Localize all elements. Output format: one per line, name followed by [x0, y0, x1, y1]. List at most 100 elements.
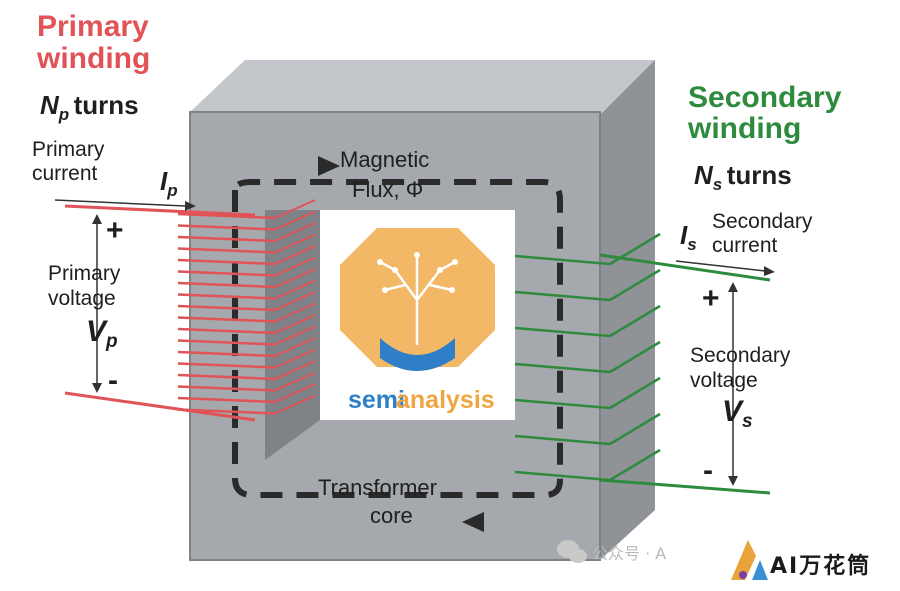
primary-coil-turn [177, 327, 276, 335]
secondary-voltage-arrowhead-down [728, 476, 738, 486]
flux-arrow-top [318, 156, 340, 176]
circuit-nodes [377, 252, 458, 293]
primary-coil-turn [177, 293, 276, 300]
primary-coil-turn-side [274, 325, 316, 346]
primary-turns-label: Np turns [40, 90, 139, 124]
primary-coil-turn-side [274, 279, 316, 300]
core-label-line2: core [370, 503, 413, 528]
logo-text-semi: semi [348, 386, 405, 414]
secondary-coil-turn-side [609, 304, 661, 338]
primary-coil-turn [177, 385, 276, 392]
secondary-lead-bottom [599, 478, 771, 495]
primary-coil-turn [177, 304, 276, 312]
primary-current-I: I [160, 166, 168, 196]
logo-bulb-base [380, 338, 455, 371]
secondary-voltage-label-line1: Secondary [690, 344, 791, 367]
primary-voltage-arrowhead-down [92, 383, 102, 393]
flux-arrow-bottom [462, 512, 484, 532]
brand-logo-icon [731, 540, 768, 580]
secondary-coil-turn-side [609, 340, 661, 374]
secondary-current-sub: s [687, 235, 697, 254]
primary-winding-title-line2: winding [37, 42, 151, 75]
primary-coil-turn-side [274, 233, 316, 254]
secondary-lead-top [599, 253, 771, 282]
secondary-voltage-arrowhead-up [728, 282, 738, 292]
secondary-coil-turn [514, 470, 611, 482]
secondary-coil-turn [514, 434, 611, 446]
flux-label-line2: Flux, Φ [352, 177, 424, 202]
secondary-current-symbol: Is [680, 220, 697, 254]
secondary-coil-turn [514, 326, 611, 338]
primary-current-label-line1: Primary [32, 138, 105, 161]
primary-coil-turn [177, 212, 276, 220]
secondary-current-label-line1: Secondary [712, 210, 813, 233]
secondary-current-label-line2: current [712, 234, 778, 257]
secondary-voltage-sub: s [742, 411, 753, 432]
primary-coil-turn [177, 247, 276, 254]
secondary-current-I: I [680, 220, 688, 250]
secondary-coil-turn [514, 254, 611, 266]
core-side-face [600, 60, 655, 560]
circuit-tree-icon [379, 255, 456, 345]
secondary-coil-turn [514, 290, 611, 302]
primary-plus: + [106, 214, 124, 247]
core-top-face [190, 60, 655, 115]
secondary-coil-turn-side [609, 412, 661, 446]
primary-coil-turn [177, 316, 276, 323]
secondary-turns-sub: s [712, 175, 723, 194]
primary-current-arrow [54, 199, 186, 207]
primary-current-symbol: Ip [160, 166, 178, 200]
primary-current-sub: p [167, 181, 178, 200]
primary-coil-turn-side [274, 337, 316, 357]
primary-coil-turn [177, 350, 276, 358]
primary-coil-turn-side [274, 383, 316, 403]
primary-minus: - [108, 364, 118, 397]
secondary-coil [514, 232, 661, 482]
secondary-winding-title-line2: winding [688, 112, 802, 145]
primary-coil-turn [177, 396, 276, 404]
secondary-turns-label: Ns turns [694, 160, 792, 194]
primary-coil-turn [177, 362, 276, 369]
secondary-coil-turn-side [609, 268, 661, 302]
primary-coil-turn-side [274, 210, 316, 231]
primary-current-label-line2: current [32, 162, 98, 185]
primary-voltage-symbol: Vp [86, 315, 118, 352]
secondary-minus: - [703, 454, 713, 487]
secondary-voltage-label-line2: voltage [690, 369, 758, 392]
watermark-brand: AI万花筒 [770, 554, 872, 579]
primary-turns-symbol: N [40, 90, 59, 120]
watermark-text: 公众号 · A [592, 544, 667, 563]
primary-current-arrowhead [185, 201, 196, 211]
secondary-voltage-symbol: Vs [722, 395, 753, 432]
secondary-turns-word: turns [726, 160, 792, 190]
secondary-winding-title-line1: Secondary [688, 81, 842, 114]
primary-turns-word: turns [73, 90, 139, 120]
secondary-turns-symbol: N [694, 160, 713, 190]
primary-coil-turn-side [274, 256, 316, 277]
primary-coil-turn-side [274, 348, 316, 369]
primary-coil-turn-side [274, 360, 316, 380]
primary-coil-turn [177, 258, 276, 266]
primary-coil-turn [177, 235, 276, 243]
secondary-coil-turn-side [609, 232, 661, 266]
primary-coil-turn-side [274, 302, 316, 323]
primary-coil-turn [177, 224, 276, 231]
primary-lead-top [64, 204, 256, 217]
primary-coil-turn-side [274, 268, 316, 288]
primary-coil-turn [177, 408, 276, 415]
primary-winding-title-line1: Primary [37, 10, 149, 43]
logo-text-analysis: analysis [396, 386, 495, 414]
primary-coil-turn [177, 373, 276, 381]
secondary-plus: + [702, 282, 720, 315]
secondary-current-arrow [675, 260, 766, 272]
primary-lead-bottom [64, 391, 256, 422]
primary-coil-turn-side [274, 371, 316, 392]
primary-voltage-arrowhead-up [92, 214, 102, 224]
primary-coil-turn-side [274, 245, 316, 265]
primary-coil-turn-side [274, 199, 316, 219]
secondary-coil-turn [514, 362, 611, 374]
primary-voltage-V: V [86, 315, 107, 348]
secondary-current-arrowhead [764, 266, 775, 276]
secondary-voltage-V: V [722, 395, 743, 428]
